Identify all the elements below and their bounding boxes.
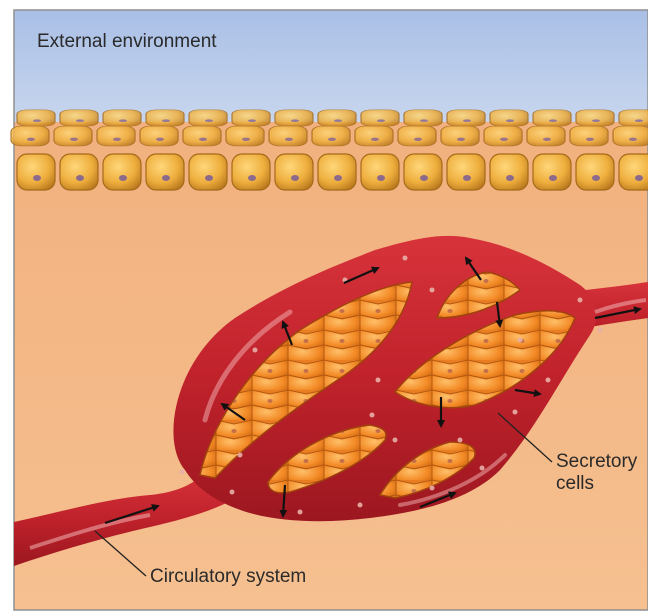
external-environment-area xyxy=(14,10,648,122)
external-environment-label: External environment xyxy=(37,31,217,53)
secretory-cells-label-line1: Secretory xyxy=(556,451,637,473)
epithelium-front-row xyxy=(17,154,648,190)
circulatory-system-label: Circulatory system xyxy=(150,566,306,588)
secretory-cells-label-line2: cells xyxy=(556,473,637,495)
epithelium-back-rows xyxy=(11,110,648,146)
secretory-cells-label: Secretory cells xyxy=(556,451,637,496)
